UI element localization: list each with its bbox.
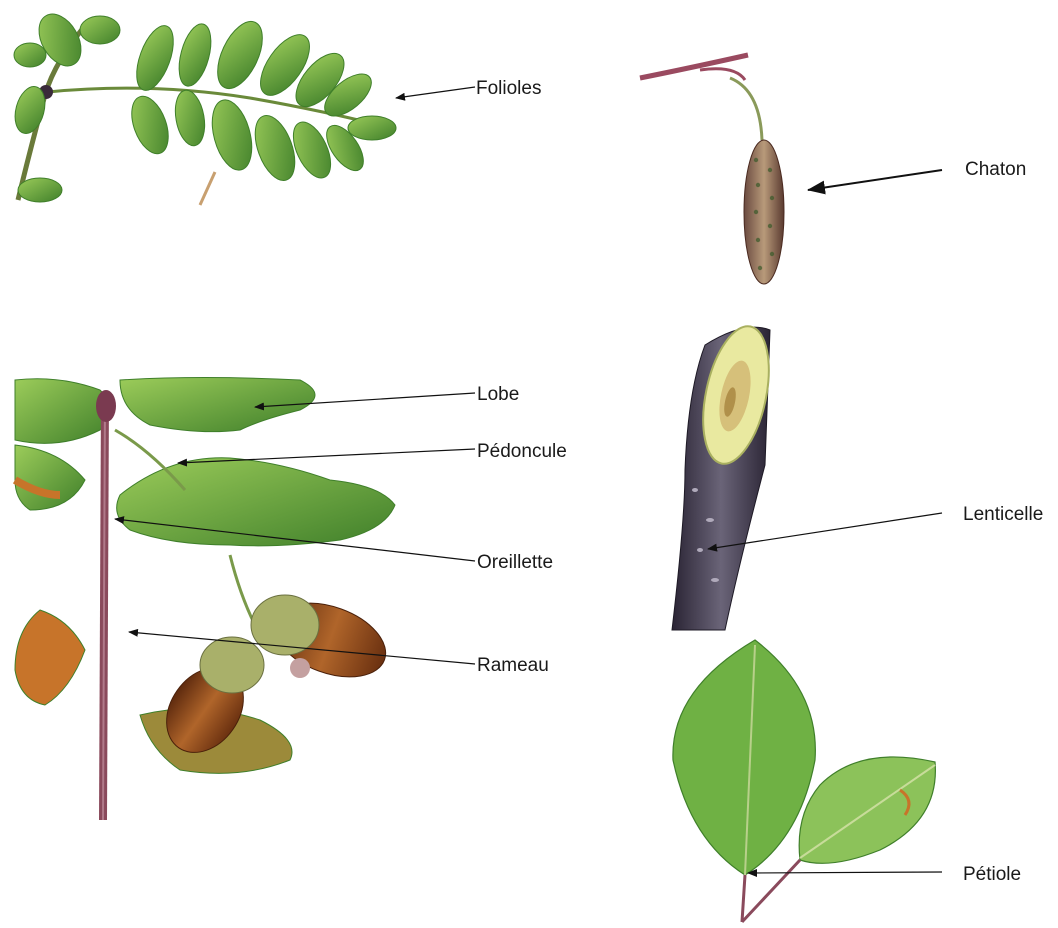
lenticelle-label: Lenticelle bbox=[963, 504, 1043, 525]
cut-branch-illustration bbox=[672, 320, 780, 630]
rameau-label: Rameau bbox=[477, 655, 549, 676]
petiole-label: Pétiole bbox=[963, 864, 1021, 885]
chaton-leader-line bbox=[808, 170, 942, 190]
oreillette-label: Oreillette bbox=[477, 552, 553, 573]
folioles-leader-line bbox=[396, 87, 475, 98]
leaves-petiole-illustration bbox=[673, 640, 935, 922]
pedoncule-leader-line bbox=[178, 449, 475, 463]
catkin-illustration bbox=[640, 55, 784, 284]
chaton-label: Chaton bbox=[965, 159, 1026, 180]
lobe-label: Lobe bbox=[477, 384, 519, 405]
petiole-leader-line bbox=[748, 872, 942, 873]
compound-leaf-illustration bbox=[10, 7, 396, 205]
folioles-label: Folioles bbox=[476, 78, 541, 99]
pedoncule-label: Pédoncule bbox=[477, 441, 567, 462]
oak-twig-illustration bbox=[15, 378, 396, 821]
